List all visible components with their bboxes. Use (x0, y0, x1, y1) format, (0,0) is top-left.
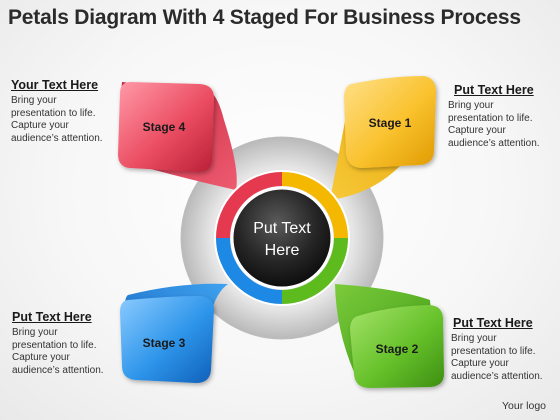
text-line: Bring your (11, 95, 57, 106)
text-line: audience’s attention. (12, 364, 104, 376)
text-block-heading: Your Text Here (11, 78, 99, 92)
text-line: Bring your (451, 333, 497, 344)
stage-3-label: Stage 3 (143, 336, 186, 350)
text-block-heading: Put Text Here (454, 83, 534, 97)
text-block-body: Bring your presentation to life. Capture… (11, 95, 123, 145)
text-block-body: Bring your presentation to life. Capture… (451, 333, 560, 383)
text-line: presentation to life. (12, 339, 97, 351)
text-line: Capture your (448, 125, 506, 136)
text-block-body: Bring your presentation to life. Capture… (448, 100, 560, 150)
text-line: Capture your (451, 358, 509, 369)
text-block-body: Bring your presentation to life. Capture… (12, 327, 124, 377)
text-block-bottom-right: Put Text Here Bring your presentation to… (451, 316, 560, 383)
stage-3-petal[interactable] (120, 296, 214, 383)
stage-2-petal[interactable] (350, 305, 444, 388)
page-title: Petals Diagram With 4 Staged For Busines… (8, 6, 521, 29)
text-line: Capture your (11, 120, 69, 131)
text-line: Capture your (12, 352, 70, 363)
center-hub[interactable] (230, 186, 334, 290)
text-line: presentation to life. (11, 107, 96, 119)
text-line: audience’s attention. (448, 137, 540, 149)
stage-2-arc (282, 238, 349, 305)
text-block-heading: Put Text Here (453, 316, 533, 330)
stage-4-label: Stage 4 (143, 120, 186, 134)
logo-placeholder: Your logo (502, 400, 546, 412)
stage-1-petal[interactable] (344, 76, 436, 168)
arc-outline (214, 170, 350, 306)
text-line: presentation to life. (448, 112, 533, 124)
text-line: audience’s attention. (451, 370, 543, 382)
text-block-top-left: Your Text Here Bring your presentation t… (11, 78, 123, 145)
center-text-line-2: Here (265, 242, 300, 259)
text-line: Bring your (12, 327, 58, 338)
text-block-heading: Put Text Here (12, 310, 92, 324)
text-block-bottom-left: Put Text Here Bring your presentation to… (12, 310, 124, 377)
stage-4-arc (215, 171, 282, 238)
outer-ring-edge (180, 136, 384, 340)
stage-4-petal[interactable] (118, 82, 214, 172)
text-line: audience’s attention. (11, 132, 103, 144)
stage-1-arc (282, 171, 349, 238)
stage-3-arc (215, 238, 282, 305)
text-block-top-right: Put Text Here Bring your presentation to… (448, 83, 560, 150)
stage-1-label: Stage 1 (369, 116, 412, 130)
stage-2-label: Stage 2 (376, 342, 419, 356)
text-line: Bring your (448, 100, 494, 111)
text-line: presentation to life. (451, 345, 536, 357)
center-text-line-1: Put Text (253, 220, 311, 237)
